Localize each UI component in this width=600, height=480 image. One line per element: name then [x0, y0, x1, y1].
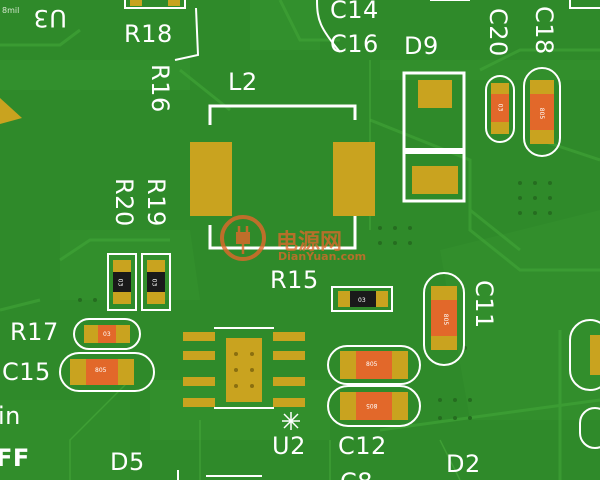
- pad-fragment-left: [0, 98, 22, 124]
- label-c20: C20: [484, 8, 512, 57]
- label-c15: C15: [2, 358, 51, 386]
- r15-outline: [331, 286, 393, 312]
- watermark-logo: [220, 215, 266, 261]
- c18-outline: [523, 67, 561, 157]
- mil-text: 8mil: [2, 6, 20, 15]
- c20-body: [491, 94, 509, 122]
- c18-body: [530, 94, 554, 130]
- label-c11: C11: [470, 280, 498, 329]
- l2-pad-left: [190, 142, 232, 216]
- r20-body: [113, 272, 131, 292]
- label-d5: D5: [110, 448, 145, 476]
- c11-outline: [423, 272, 465, 366]
- l2-outline: [208, 104, 357, 250]
- label-l2: L2: [228, 68, 258, 96]
- label-r16: R16: [146, 64, 174, 113]
- c12a-code: 805: [366, 361, 378, 368]
- label-in-fragment: in: [0, 402, 21, 430]
- d9-pad-top: [418, 80, 452, 108]
- r15-body: [350, 291, 376, 307]
- label-c8-fragment: C8: [340, 470, 373, 480]
- c20-outline: [485, 75, 515, 143]
- u2-pins: [183, 332, 305, 407]
- label-d2: D2: [446, 450, 481, 478]
- u2-outline: [214, 327, 274, 409]
- vias: [78, 181, 552, 420]
- c20-code: 03: [496, 103, 504, 112]
- label-ff-fragment: FF: [0, 444, 30, 472]
- label-r15: R15: [270, 266, 319, 294]
- c15-code: 805: [95, 367, 107, 374]
- label-r17: R17: [10, 318, 59, 346]
- label-u3: U3: [33, 4, 67, 32]
- r17-code: 03: [103, 331, 111, 338]
- label-u2: U2: [272, 432, 306, 460]
- r17-body: [98, 325, 116, 343]
- r19-body: [147, 272, 165, 292]
- watermark-brand: 电源网: [276, 230, 343, 255]
- c18-code: 805: [538, 107, 546, 120]
- c12b-code: 805: [366, 402, 378, 409]
- label-c12: C12: [338, 432, 387, 460]
- r15-code: 03: [358, 297, 366, 304]
- c11-body: [431, 300, 457, 336]
- c12b-outline: [327, 385, 421, 427]
- label-r20: R20: [110, 178, 138, 227]
- c11-code: 805: [442, 313, 450, 326]
- r20-outline: [107, 253, 137, 311]
- watermark-site: DianYuan.com: [278, 250, 367, 263]
- u2-pin1-mark: [282, 412, 300, 430]
- c15-outline: [59, 352, 155, 392]
- label-c18: C18: [530, 6, 558, 55]
- c12a-outline: [327, 345, 421, 385]
- label-r19: R19: [142, 178, 170, 227]
- c12a-body: [356, 351, 392, 379]
- r19-outline: [141, 253, 171, 311]
- label-d9: D9: [404, 32, 439, 60]
- r17-outline: [73, 318, 141, 350]
- r19-code: 03: [150, 278, 158, 287]
- c12b-body: [356, 392, 392, 420]
- l2-pad-right: [333, 142, 375, 216]
- label-c16: C16: [330, 30, 379, 58]
- r20-code: 03: [116, 278, 124, 287]
- c15-body: [86, 359, 118, 385]
- label-c14: C14: [330, 0, 379, 24]
- r18-outline: [124, 0, 186, 9]
- d9-outline: [402, 71, 466, 203]
- label-r18: R18: [124, 20, 173, 48]
- d9-pad-bottom: [412, 166, 458, 194]
